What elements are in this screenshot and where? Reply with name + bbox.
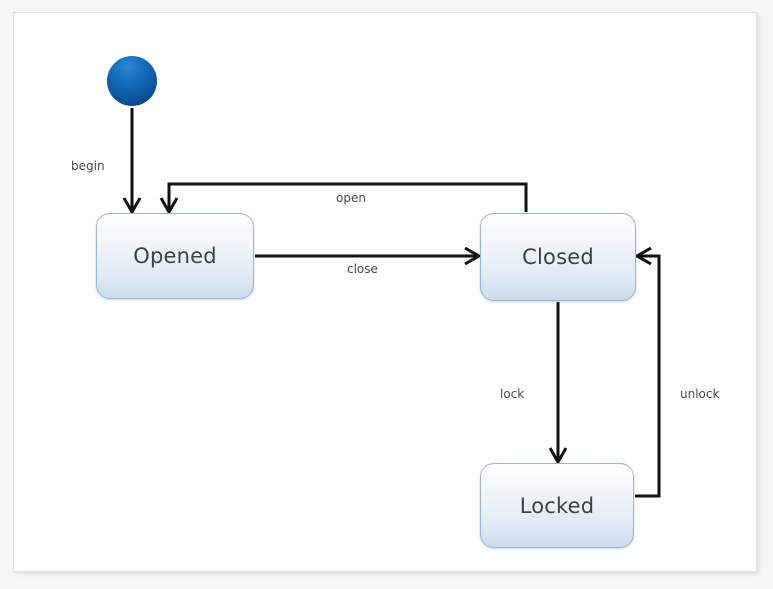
initial-pseudostate-node[interactable] [107,56,157,106]
state-label-closed: Closed [522,245,594,269]
edge-close [255,246,483,266]
edge-label-begin: begin [71,159,105,173]
diagram-canvas[interactable]: Opened Closed Locked begin open close lo… [13,12,757,572]
state-node-locked[interactable]: Locked [480,463,634,548]
state-node-closed[interactable]: Closed [480,213,636,301]
edge-begin [122,108,142,216]
diagram-edges-layer [122,108,661,498]
edge-lock [548,302,568,466]
state-label-locked: Locked [519,493,595,518]
edge-label-open: open [336,191,366,205]
edge-label-unlock: unlock [680,387,720,401]
state-node-opened[interactable]: Opened [96,213,254,299]
edge-unlock [633,246,661,498]
edge-label-lock: lock [500,387,525,401]
edge-open [159,182,528,216]
state-label-opened: Opened [133,244,217,268]
edge-label-close: close [347,262,378,276]
